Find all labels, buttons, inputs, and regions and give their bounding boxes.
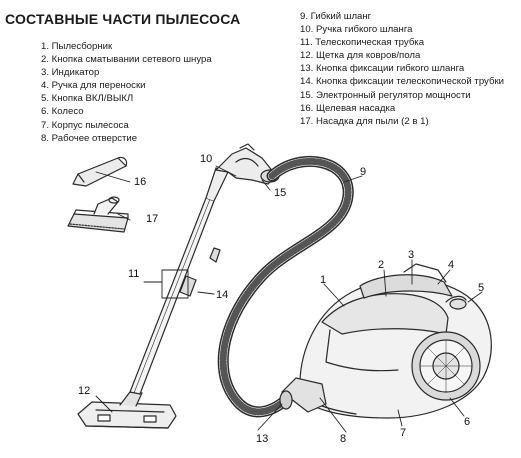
part-item-1: 1. Пылесборник [41,41,113,52]
callout-4: 4 [448,259,454,271]
callout-11: 11 [128,268,139,280]
part-item-14: 14. Кнопка фиксации телескопической труб… [300,76,504,88]
part-item-13: 13. Кнопка фиксации гибкого шланга [300,63,465,75]
part-item-6: 6. Колесо [41,106,84,118]
parts-list-right: 9. Гибкий шланг 10. Ручка гибкого шланга… [300,10,514,128]
part-item-7: 7. Корпус пылесоса [41,119,129,131]
callout-16: 16 [134,176,146,188]
floor-brush-drawing [77,391,177,429]
callout-9: 9 [360,166,366,178]
part-item-9: 9. Гибкий шланг [300,11,372,22]
telescopic-tube-drawing [129,167,229,395]
page-title: СОСТАВНЫЕ ЧАСТИ ПЫЛЕСОСА [5,11,241,27]
callout-labels: 1 2 3 4 5 6 7 8 9 10 11 12 13 14 15 16 1… [78,153,484,445]
vacuum-body-drawing [299,263,492,419]
crevice-nozzle-drawing [72,156,128,187]
callout-14: 14 [216,289,228,301]
callout-12: 12 [78,385,90,397]
part-item-8: 8. Рабочее отверстие [41,132,138,144]
callout-3: 3 [408,249,414,261]
callout-17: 17 [146,213,158,225]
callout-5: 5 [478,282,484,294]
callout-7: 7 [400,427,406,439]
part-item-17: 17. Насадка для пыли (2 в 1) [300,115,429,127]
callout-6: 6 [464,416,470,428]
callout-8: 8 [340,433,346,445]
part-item-5: 5. Кнопка ВКЛ/ВЫКЛ [41,93,134,105]
callout-1: 1 [320,274,326,286]
callout-10: 10 [200,153,212,165]
part-item-3: 3. Индикатор [41,67,100,79]
part-item-16: 16. Щелевая насадка [300,102,396,114]
part-item-10: 10. Ручка гибкого шланга [300,24,413,36]
leader-lines [95,165,483,433]
part-item-11: 11. Телескопическая трубка [300,37,425,49]
flexible-hose-drawing [217,156,354,418]
callout-13: 13 [256,433,268,445]
part-item-15: 15. Электронный регулятор мощности [300,89,471,101]
part-item-12: 12. Щетка для ковров/пола [300,50,421,62]
parts-list-left: 1. Пылесборник 2. Кнопка сматывании сете… [41,40,212,145]
part-item-2: 2. Кнопка сматывании сетевого шнура [41,54,212,66]
callout-15: 15 [274,187,286,199]
part-item-4: 4. Ручка для переноски [41,80,146,92]
hose-connector-drawing [279,377,327,413]
callout-2: 2 [378,259,384,271]
dust-brush-drawing [67,196,129,233]
